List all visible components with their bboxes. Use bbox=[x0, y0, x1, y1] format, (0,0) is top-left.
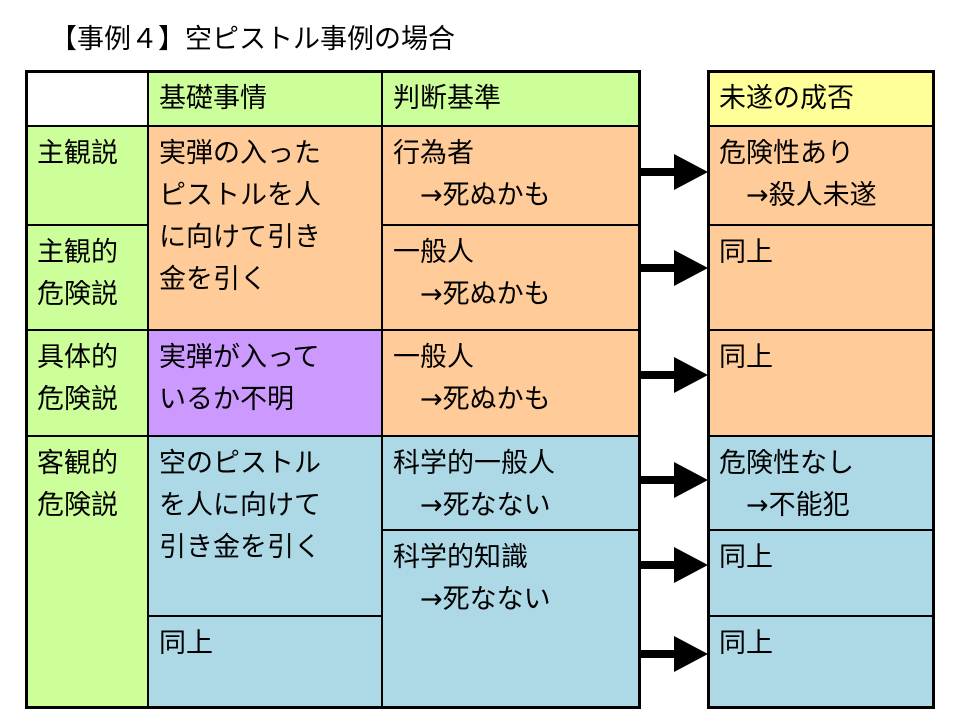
arrow-right-icon bbox=[638, 154, 708, 190]
result-row: 同上 bbox=[708, 225, 934, 330]
slide-title: 【事例４】空ピストル事例の場合 bbox=[50, 24, 455, 55]
facts-subjective: 実弾の入った ピストルを人 に向けて引き 金を引く bbox=[148, 126, 382, 330]
result-row: 同上 bbox=[708, 330, 934, 436]
theory-subjective: 主観説 bbox=[26, 126, 148, 225]
theory-subjective-danger: 主観的 危険説 bbox=[26, 225, 148, 330]
arrow-right-icon bbox=[638, 636, 708, 672]
arrow-right-icon bbox=[638, 547, 708, 583]
criterion-actor: 行為者 →死ぬかも bbox=[382, 126, 640, 225]
header-facts: 基礎事情 bbox=[148, 71, 382, 126]
facts-objective-same: 同上 bbox=[148, 616, 382, 708]
result-row: 同上 bbox=[708, 616, 934, 708]
criterion-ordinary-1: 一般人 →死ぬかも bbox=[382, 225, 640, 330]
criterion-scientific-knowledge: 科学的知識 →死なない bbox=[382, 530, 640, 708]
result-header: 未遂の成否 bbox=[708, 71, 934, 126]
theory-concrete-danger: 具体的 危険説 bbox=[26, 330, 148, 436]
result-row: 同上 bbox=[708, 530, 934, 616]
header-blank-cell bbox=[26, 71, 148, 126]
criterion-ordinary-2: 一般人 →死ぬかも bbox=[382, 330, 640, 436]
arrow-right-icon bbox=[638, 250, 708, 286]
result-row: 危険性あり →殺人未遂 bbox=[708, 126, 934, 225]
header-criterion: 判断基準 bbox=[382, 71, 640, 126]
criterion-scientific-person: 科学的一般人 →死なない bbox=[382, 436, 640, 530]
facts-objective: 空のピストル を人に向けて 引き金を引く bbox=[148, 436, 382, 616]
result-row: 危険性なし →不能犯 bbox=[708, 436, 934, 530]
arrow-right-icon bbox=[638, 357, 708, 393]
arrow-right-icon bbox=[638, 462, 708, 498]
facts-concrete: 実弾が入って いるか不明 bbox=[148, 330, 382, 436]
theory-objective-danger: 客観的 危険説 bbox=[26, 436, 148, 708]
